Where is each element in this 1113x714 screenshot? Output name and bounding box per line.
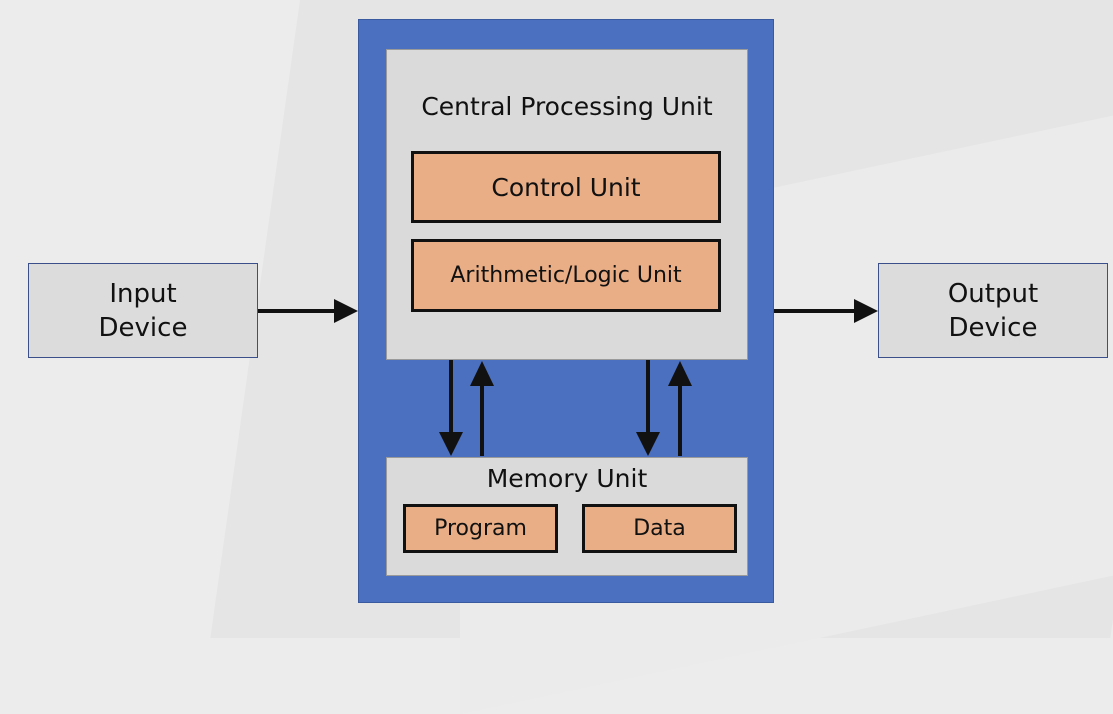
alu-box: Arithmetic/Logic Unit [411,239,721,312]
control-unit-label: Control Unit [491,172,641,202]
arrow-memory-to-cpu-right [668,361,692,456]
arrow-input-to-cpu [258,299,358,323]
program-box: Program [403,504,558,553]
cpu-title: Central Processing Unit [421,92,713,121]
control-unit-box: Control Unit [411,151,721,223]
arrows-layer [258,299,878,456]
output-device-label-line2: Device [948,312,1038,343]
program-label: Program [434,516,527,541]
arrow-cpu-to-output [774,299,878,323]
memory-title: Memory Unit [486,464,648,493]
input-device-box: Input Device [28,263,258,358]
output-device-label-line1: Output [947,278,1039,309]
input-device-label-line2: Device [98,312,188,343]
data-label: Data [633,516,686,541]
arrow-memory-to-cpu-left [470,361,494,456]
output-device-box: Output Device [878,263,1108,358]
arrow-cpu-to-memory-left [439,360,463,456]
alu-label: Arithmetic/Logic Unit [450,263,682,288]
arrow-cpu-to-memory-right [636,360,660,456]
data-box: Data [582,504,737,553]
input-device-label-line1: Input [109,278,177,309]
